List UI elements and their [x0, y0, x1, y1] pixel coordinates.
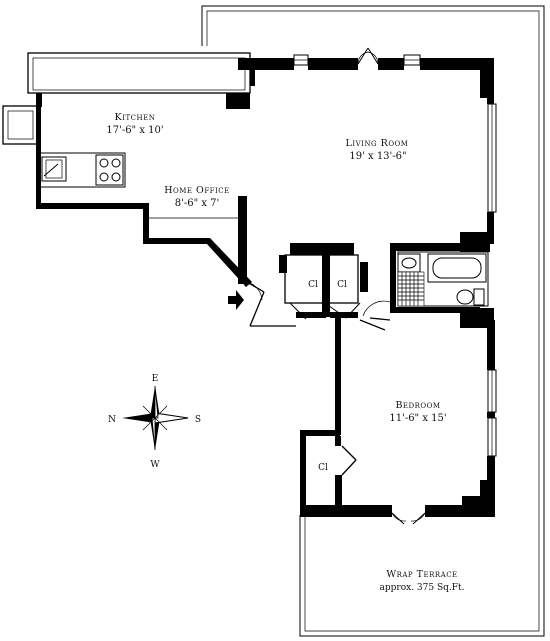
closets	[279, 243, 368, 320]
home-office-size: 8'-6" x 7'	[175, 198, 220, 209]
bedroom-size: 11'-6" x 15'	[389, 413, 446, 424]
bedroom-label: Bedroom	[395, 400, 440, 411]
office-walls	[143, 196, 252, 287]
closet-label-2: Cl	[337, 280, 347, 290]
living-room-label: Living Room	[346, 138, 409, 149]
terrace-size: approx. 375 Sq.Ft.	[380, 583, 465, 593]
entrance-arrow-icon	[228, 290, 244, 310]
closet-label-3: Cl	[318, 463, 328, 473]
living-room-size: 19' x 13'-6"	[349, 151, 406, 162]
compass-rose-icon	[122, 385, 189, 451]
bath-tiles	[397, 271, 425, 307]
compass-east-label: E	[152, 374, 159, 384]
kitchen-counter	[37, 152, 126, 188]
office-door	[246, 281, 296, 327]
home-office-label: Home Office	[164, 185, 230, 196]
closet-label-1: Cl	[308, 280, 318, 290]
bathroom	[359, 232, 494, 331]
terrace-label: Wrap Terrace	[386, 569, 457, 580]
kitchen-label: Kitchen	[115, 112, 156, 123]
terrace-outline	[201, 5, 545, 637]
compass-south-label: S	[195, 415, 201, 425]
kitchen-walls	[2, 52, 251, 209]
kitchen-size: 17'-6" x 10'	[106, 125, 163, 136]
compass-west-label: W	[150, 460, 160, 470]
living-windows	[293, 47, 497, 213]
bedroom-windows	[341, 369, 497, 525]
bedroom-walls	[300, 315, 495, 517]
compass-north-label: N	[108, 415, 116, 425]
